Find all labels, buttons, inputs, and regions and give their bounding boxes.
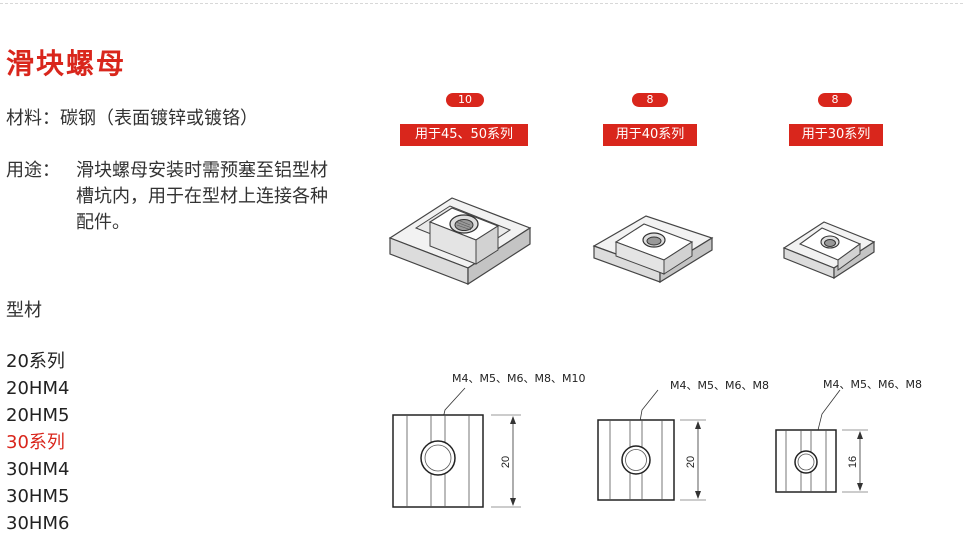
- profile-item[interactable]: 30HM4: [6, 459, 70, 480]
- usage-row: 用途： 滑块螺母安装时需预塞至铝型材槽坑内，用于在型材上连接各种配件。: [6, 158, 346, 236]
- profile-item[interactable]: 20系列: [6, 351, 65, 372]
- profile-item[interactable]: 20HM5: [6, 405, 70, 426]
- slider-nut-medium-3d-icon: [592, 215, 714, 284]
- profile-title: 型材: [6, 300, 42, 321]
- series-tag: 用于40系列: [603, 124, 697, 146]
- slider-nut-small-3d-icon: [782, 221, 876, 280]
- size-badge: 10: [446, 93, 484, 107]
- usage-value: 滑块螺母安装时需预塞至铝型材槽坑内，用于在型材上连接各种配件。: [76, 160, 328, 233]
- profile-list: 20系列 20HM4 20HM5 30系列 30HM4 30HM5 30HM6: [6, 348, 69, 537]
- dimension-label: 20: [500, 456, 512, 468]
- profile-item[interactable]: 30HM5: [6, 486, 70, 507]
- thread-sizes-label: M4、M5、M6、M8、M10: [452, 372, 586, 385]
- profile-item[interactable]: 20HM4: [6, 378, 70, 399]
- dimension-label: 20: [685, 456, 697, 468]
- material-row: 材料：碳钢（表面镀锌或镀铬）: [6, 106, 258, 132]
- size-badge: 8: [818, 93, 852, 107]
- material-label: 材料：: [6, 108, 60, 129]
- series-tag: 用于30系列: [789, 124, 883, 146]
- dimension-label: 16: [847, 456, 859, 468]
- top-divider: [0, 0, 963, 4]
- usage-label: 用途：: [6, 160, 60, 181]
- thread-sizes-label: M4、M5、M6、M8: [670, 379, 769, 392]
- thread-sizes-label: M4、M5、M6、M8: [823, 378, 922, 391]
- profile-item-active[interactable]: 30系列: [6, 432, 65, 453]
- slider-nut-large-3d-icon: [388, 197, 532, 286]
- series-tag: 用于45、50系列: [400, 124, 528, 146]
- page-title: 滑块螺母: [6, 47, 127, 80]
- front-view-large-drawing: 20: [392, 387, 521, 508]
- size-badge: 8: [632, 93, 668, 107]
- front-view-medium-drawing: 20: [597, 389, 706, 501]
- material-value: 碳钢（表面镀锌或镀铬）: [60, 108, 258, 129]
- front-view-small-drawing: 16: [775, 389, 868, 493]
- profile-item[interactable]: 30HM6: [6, 513, 70, 534]
